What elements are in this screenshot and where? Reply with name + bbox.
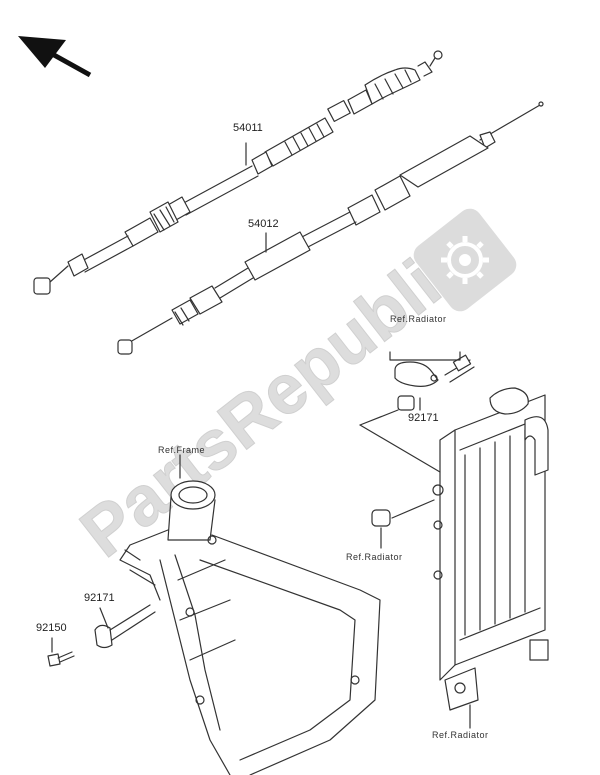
label-92171-top: 92171 xyxy=(408,412,439,424)
label-ref-frame: Ref.Frame xyxy=(158,445,206,455)
watermark-text: PartsRepublik xyxy=(66,221,485,572)
label-ref-radiator-top: Ref.Radiator xyxy=(390,314,447,324)
gear-icon xyxy=(413,208,517,312)
frame xyxy=(119,454,381,775)
label-ref-radiator-mid: Ref.Radiator xyxy=(346,552,403,562)
label-92150: 92150 xyxy=(36,622,67,634)
label-ref-radiator-bottom: Ref.Radiator xyxy=(432,730,489,740)
cable-54012 xyxy=(117,101,544,355)
clamp-92171-top xyxy=(359,351,475,473)
arrow-up-left-icon xyxy=(18,36,92,78)
radiator xyxy=(371,387,549,729)
bolt-92150 xyxy=(47,637,75,667)
label-54012: 54012 xyxy=(248,218,279,230)
cable-54011 xyxy=(33,50,443,295)
label-54011: 54011 xyxy=(233,122,263,134)
label-92171-bottom: 92171 xyxy=(84,592,115,604)
clamp-92171-bottom xyxy=(94,604,156,649)
